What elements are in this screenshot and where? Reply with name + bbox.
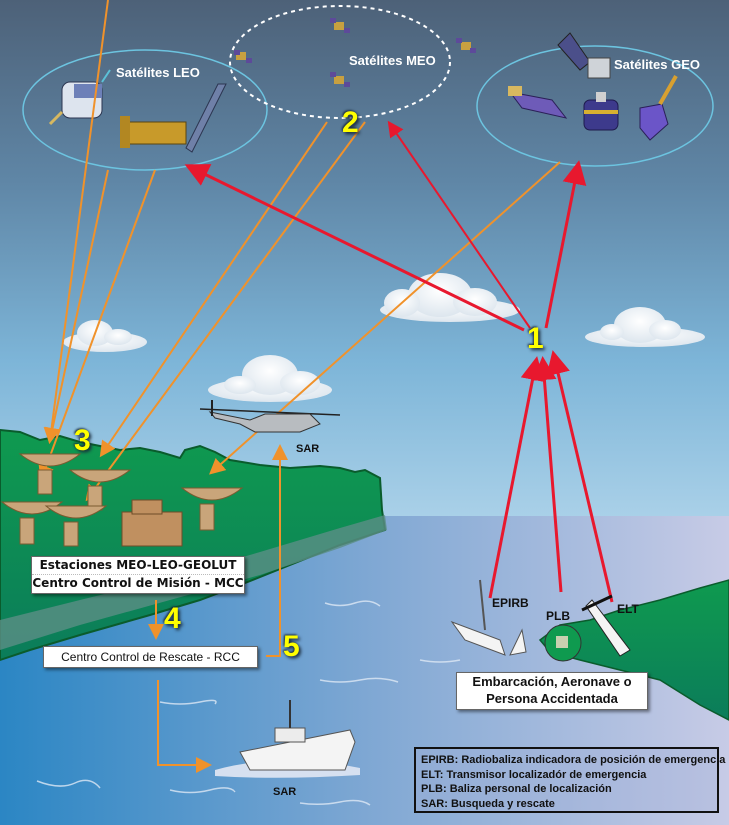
step-4-number: 4	[164, 602, 181, 635]
downlink-signals	[38, 0, 561, 502]
meo-orbit	[229, 5, 451, 119]
distress-caption-line2: Persona Accidentada	[486, 691, 618, 706]
rcc-to-ship-arrow	[157, 680, 212, 773]
uplink-arrow	[532, 356, 563, 593]
land-right	[538, 579, 729, 721]
epirb-label: EPIRB	[492, 596, 529, 610]
elt-label: ELT	[617, 602, 639, 616]
building-icon	[121, 499, 183, 547]
waves	[36, 600, 461, 806]
cloud	[585, 307, 705, 347]
ground-station-dish-icon	[18, 453, 82, 495]
plb-person-icon	[544, 624, 582, 662]
plb-label: PLB	[546, 609, 570, 623]
legend-item-sar: SAR: Busqueda y rescate	[421, 797, 555, 810]
geo-label: Satélites GEO	[614, 57, 700, 72]
ground-station-dish-icon	[0, 501, 64, 545]
step-1-number: 1	[527, 322, 544, 355]
mcc-label: Centro Control de Misión - MCC	[32, 576, 244, 590]
downlink-arrow	[38, 169, 156, 482]
leo-orbit	[22, 49, 268, 171]
step-5-number: 5	[283, 630, 300, 663]
downlink-arrow	[99, 121, 328, 458]
ground-station-dish-icon	[44, 505, 108, 547]
helicopter-sar-label: SAR	[296, 443, 320, 455]
helicopter-icon	[199, 400, 341, 433]
uplink-arrow	[546, 350, 614, 603]
step-3-number: 3	[74, 424, 91, 457]
rcc-to-helicopter-arrow	[266, 444, 288, 657]
stations-label: Estaciones MEO-LEO-GEOLUT	[32, 557, 244, 575]
legend-box: EPIRB: Radiobaliza indicadora de posició…	[414, 747, 726, 813]
distress-caption-line1: Embarcación, Aeronave o	[472, 674, 632, 689]
legend-item-plb: PLB: Baliza personal de localización	[421, 783, 612, 795]
meo-label: Satélites MEO	[349, 53, 436, 68]
meo-satellite-icon	[234, 50, 252, 63]
downlink-arrow	[85, 121, 366, 502]
mcc-stations-box: Estaciones MEO-LEO-GEOLUT Centro Control…	[31, 556, 245, 594]
ship-sar-label: SAR	[273, 786, 297, 798]
sky	[0, 0, 729, 516]
geo-satellite-icon	[557, 32, 611, 79]
downlink-arrow	[44, 169, 109, 444]
leo-satellite-icon	[120, 83, 227, 153]
sinking-boat-icon	[450, 579, 527, 656]
geo-satellite-icon	[639, 75, 678, 141]
meo-satellite-icon	[330, 18, 350, 33]
geo-satellite-icon	[508, 86, 568, 119]
uplink-arrow	[387, 120, 531, 329]
geo-orbit	[476, 45, 714, 167]
ground-station-dish-icon	[68, 469, 132, 511]
ground-station-dish-icon	[180, 487, 244, 531]
distress-caption-box: Embarcación, Aeronave o Persona Accident…	[456, 672, 648, 710]
cloud	[208, 355, 332, 402]
rcc-links	[148, 444, 288, 773]
uplink-arrow	[488, 356, 545, 599]
crashed-plane-icon	[581, 594, 631, 657]
downlink-arrow	[43, 0, 109, 444]
uplink-arrow	[544, 160, 587, 329]
uplink-arrow	[184, 164, 525, 332]
uplink-signals	[184, 120, 614, 603]
step-2-number: 2	[342, 106, 359, 139]
leo-label: Satélites LEO	[116, 65, 200, 80]
rcc-box: Centro Control de Rescate - RCC	[43, 646, 258, 668]
legend-item-elt: ELT: Transmisor localizadór de emergenci…	[421, 768, 647, 781]
meo-satellite-icon	[456, 38, 476, 53]
geo-satellite-icon	[583, 92, 619, 131]
ship-icon	[215, 700, 360, 778]
meo-satellite-icon	[330, 72, 350, 87]
legend-item-epirb: EPIRB: Radiobaliza indicadora de posició…	[421, 754, 726, 766]
